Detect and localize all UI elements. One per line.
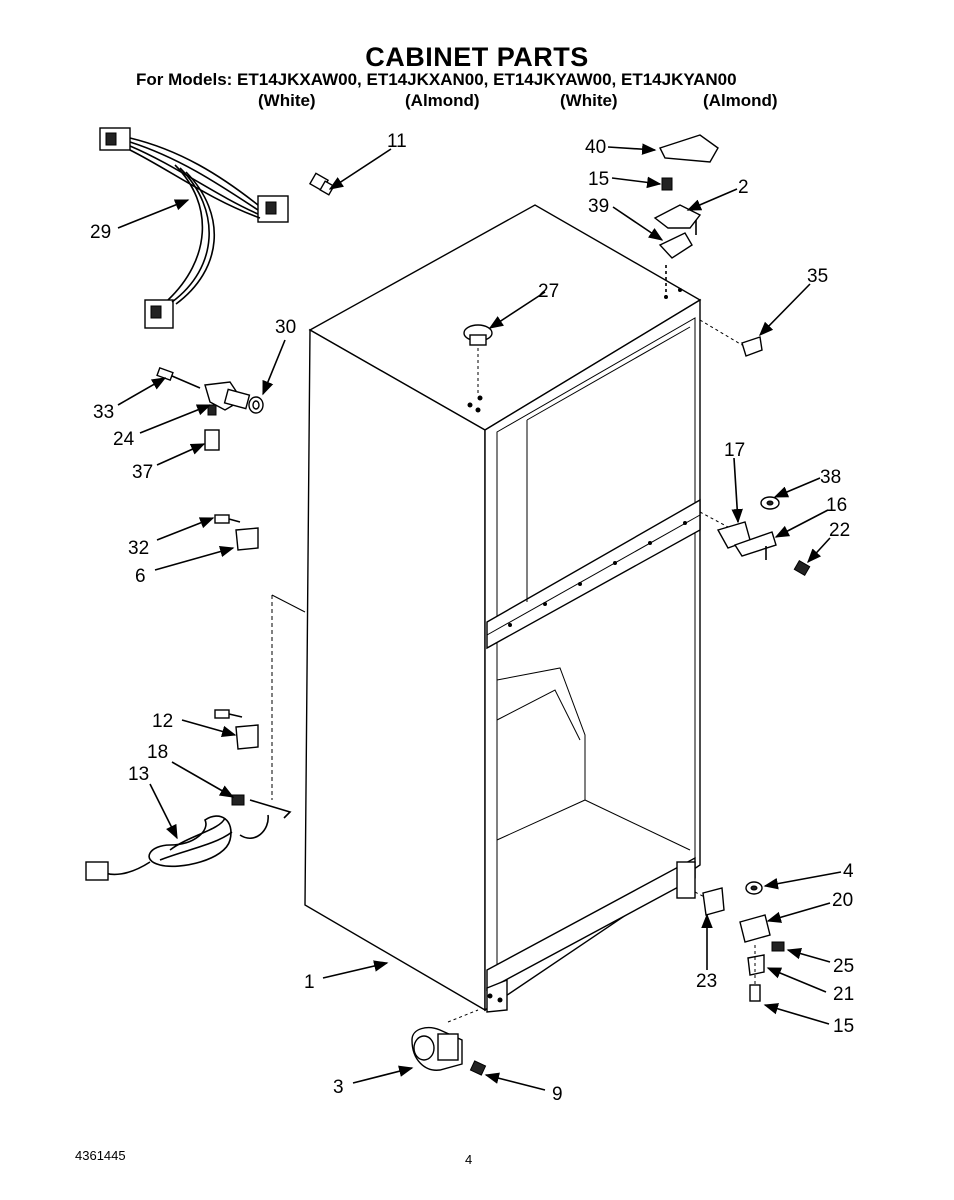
bottom-hinge-parts xyxy=(694,881,785,1002)
callout-16: 16 xyxy=(826,495,847,516)
callout-4: 4 xyxy=(843,861,854,882)
roller-parts xyxy=(411,1009,487,1076)
top-hinge-assembly xyxy=(653,134,763,357)
callout-17: 17 xyxy=(724,440,745,461)
document-number: 4361445 xyxy=(75,1148,126,1163)
cabinet xyxy=(304,204,702,1013)
callout-40: 40 xyxy=(585,137,606,158)
screw-11 xyxy=(308,172,335,196)
callout-12: 12 xyxy=(152,711,173,732)
callout-33: 33 xyxy=(93,402,114,423)
callout-27: 27 xyxy=(538,281,559,302)
callout-1: 1 xyxy=(304,972,315,993)
callout-22: 22 xyxy=(829,520,850,541)
page-number: 4 xyxy=(465,1152,473,1167)
callout-35: 35 xyxy=(807,266,828,287)
callout-25: 25 xyxy=(833,956,854,977)
color-label-2: (Almond) xyxy=(405,91,480,110)
color-label-3: (White) xyxy=(560,91,618,110)
models-line: For Models: ET14JKXAW00, ET14JKXAN00, ET… xyxy=(136,70,737,89)
center-hinge-parts xyxy=(699,496,811,577)
callout-9: 9 xyxy=(552,1084,563,1105)
page-title: CABINET PARTS xyxy=(365,42,589,72)
callout-30: 30 xyxy=(275,317,296,338)
wire-harness xyxy=(99,127,289,329)
callout-38: 38 xyxy=(820,467,841,488)
leveler-parts xyxy=(156,366,264,451)
callout-21: 21 xyxy=(833,984,854,1005)
callout-11: 11 xyxy=(387,131,407,152)
callout-32: 32 xyxy=(128,538,149,559)
callout-3: 3 xyxy=(333,1077,344,1098)
callout-15-bottom: 15 xyxy=(833,1016,854,1037)
callout-39: 39 xyxy=(588,196,609,217)
leader-lines xyxy=(117,143,842,1091)
callout-6: 6 xyxy=(135,566,146,587)
power-cord-assembly xyxy=(85,594,306,881)
callout-2: 2 xyxy=(738,177,749,198)
callout-23: 23 xyxy=(696,971,717,992)
clamp-parts-upper xyxy=(214,514,259,551)
color-label-1: (White) xyxy=(258,91,316,110)
callout-37: 37 xyxy=(132,462,153,483)
color-label-4: (Almond) xyxy=(703,91,778,110)
callout-15-top: 15 xyxy=(588,169,609,190)
callout-numbers: 11 29 40 15 2 39 35 27 30 33 24 37 32 6 … xyxy=(90,131,854,1105)
callout-24: 24 xyxy=(113,429,135,450)
callout-13: 13 xyxy=(128,764,149,785)
callout-29: 29 xyxy=(90,222,111,243)
callout-18: 18 xyxy=(147,742,168,763)
plug-27 xyxy=(463,324,493,395)
callout-20: 20 xyxy=(832,890,853,911)
